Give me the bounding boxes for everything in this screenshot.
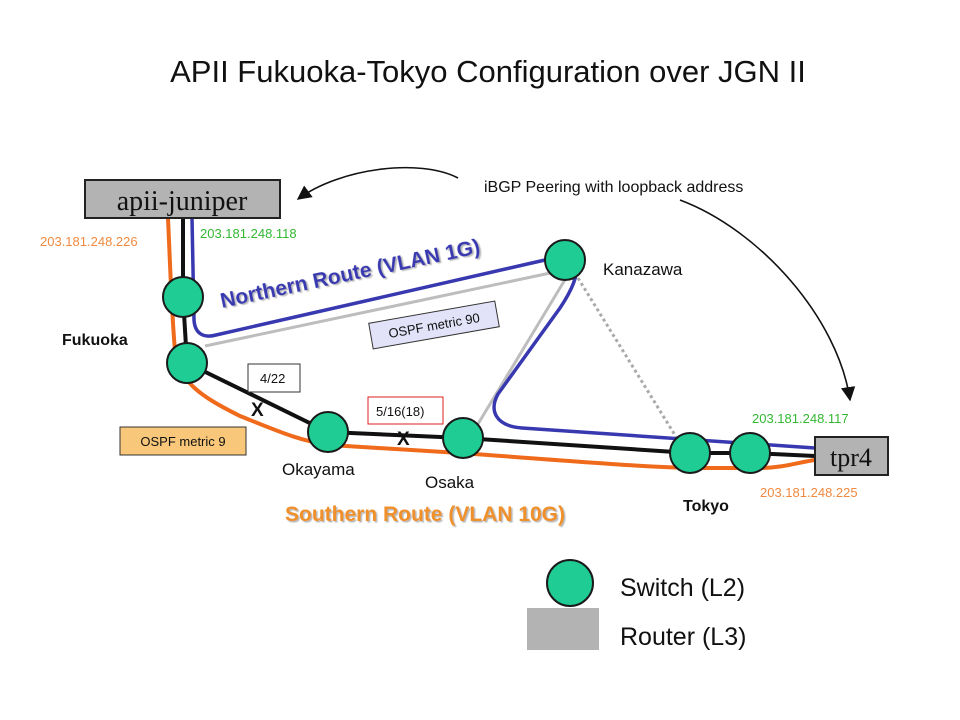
outage-date-1: 4/22: [260, 371, 285, 386]
switch-kanazawa: [544, 239, 586, 281]
switch-fukuoka-2: [166, 342, 208, 384]
site-label-osaka: Osaka: [425, 473, 475, 492]
legend-switch-icon: [546, 559, 594, 607]
switch-osaka: [442, 417, 484, 459]
switch-tokyo-2: [729, 432, 771, 474]
outage-date-box-2: [367, 396, 444, 425]
router-tpr4-label: tpr4: [830, 443, 872, 472]
legend-router-label: Router (L3): [620, 623, 746, 651]
site-label-kanazawa: Kanazawa: [603, 260, 683, 279]
ospf-southern-label: OSPF metric 9: [140, 434, 225, 449]
site-label-tokyo: Tokyo: [683, 498, 729, 515]
northern-route-line: [190, 217, 816, 450]
legend-router-icon: [527, 608, 599, 650]
outage-date-box-1: [247, 363, 301, 393]
fukuoka-kanazawa-link: [204, 270, 556, 348]
ip-juniper-southern: 203.181.248.226: [40, 234, 138, 249]
northern-route-label: Northern Route (VLAN 1G): [218, 235, 482, 313]
ip-juniper-northern: 203.181.248.118: [200, 226, 297, 241]
router-apii-juniper-box: [84, 179, 281, 219]
kanazawa-tokyo-dotted-link: [576, 277, 680, 441]
site-label-fukuoka: Fukuoka: [62, 332, 128, 349]
site-label-okayama: Okayama: [282, 460, 355, 479]
outage-x-mark-1: X: [251, 400, 264, 421]
ospf-southern-box: [119, 426, 247, 456]
legend-switch-label: Switch (L2): [620, 574, 745, 602]
ospf-northern-box-bg: [368, 300, 500, 350]
ibgp-arrow-to-tpr4: [679, 199, 856, 402]
outage-date-2: 5/16(18): [376, 404, 424, 419]
outage-x-mark-2: X: [397, 429, 410, 450]
router-tpr4-box: [814, 436, 889, 476]
router-apii-juniper-label: apii-juniper: [117, 186, 248, 217]
osaka-kanazawa-link: [476, 277, 568, 425]
ibgp-label: iBGP Peering with loopback address: [484, 179, 743, 196]
southern-route-line: [166, 216, 817, 470]
switch-tokyo-1: [669, 432, 711, 474]
southern-route-label: Southern Route (VLAN 10G): [285, 503, 565, 526]
ip-tpr4-northern: 203.181.248.117: [752, 411, 849, 426]
ip-tpr4-southern: 203.181.248.225: [760, 485, 858, 500]
ibgp-arrow-to-juniper: [296, 166, 459, 200]
switch-fukuoka-1: [162, 276, 204, 318]
page-title: APII Fukuoka-Tokyo Configuration over JG…: [170, 54, 806, 89]
switch-okayama: [307, 411, 349, 453]
